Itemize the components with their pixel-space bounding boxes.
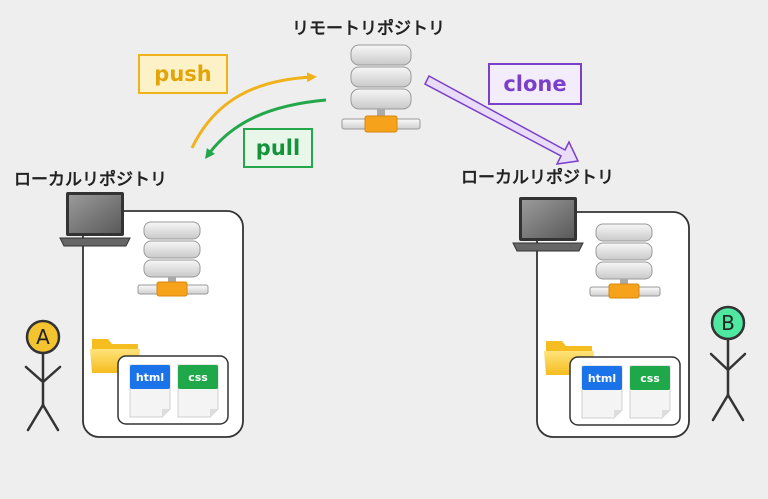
css-file-label-b: css: [630, 366, 670, 390]
remote-repository-title: リモートリポジトリ: [292, 19, 445, 39]
person-b-label: B: [721, 311, 735, 335]
push-label: push: [138, 54, 228, 94]
remote-server-icon: [341, 44, 421, 133]
laptop-icon-a: [59, 192, 131, 247]
person-a-label: A: [36, 325, 50, 349]
local-repository-a-title: ローカルリポジトリ: [14, 170, 167, 190]
laptop-icon-b: [512, 197, 584, 252]
local-server-icon-b: [589, 223, 661, 299]
css-file-label-a: css: [178, 365, 218, 389]
clone-label: clone: [488, 63, 582, 105]
html-file-label-b: html: [582, 366, 622, 390]
person-b-figure: [709, 305, 747, 422]
local-repository-b-title: ローカルリポジトリ: [461, 168, 614, 188]
clone-arrow: [424, 74, 580, 165]
html-file-label-a: html: [130, 365, 170, 389]
push-arrow: [190, 72, 317, 149]
person-a-figure: [24, 319, 62, 432]
pull-label: pull: [243, 128, 313, 168]
pull-arrow: [205, 98, 327, 160]
local-server-icon-a: [137, 221, 209, 297]
